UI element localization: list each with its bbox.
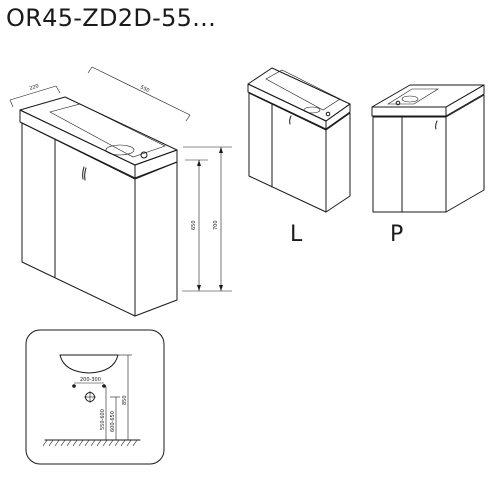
depth-label: 220	[29, 83, 40, 92]
variant-right-cabinet	[371, 84, 485, 213]
product-code-title: OR45-ZD2D-55...	[6, 4, 217, 32]
depth-dimension: 220	[9, 83, 61, 108]
detail-frame	[25, 329, 165, 465]
pipe-height-label: 550-600	[100, 409, 106, 430]
main-cabinet	[19, 96, 178, 317]
width-dimension: 550	[87, 66, 191, 122]
variant-left-cabinet	[247, 67, 351, 213]
total-height-label: 700	[213, 220, 219, 230]
variant-right-label: P	[390, 222, 403, 247]
spacing-label: 200-300	[80, 377, 101, 383]
width-label: 550	[139, 84, 150, 94]
basin-height-label: 850	[122, 395, 128, 405]
installation-detail: 200-300 550-600 600-650 850	[25, 329, 165, 465]
variant-left-label: L	[290, 222, 303, 247]
drain-height-label: 600-650	[110, 411, 116, 432]
basin-outline	[59, 354, 119, 374]
height-dimensions: 650 700	[182, 146, 232, 292]
inner-height-label: 650	[191, 220, 197, 230]
